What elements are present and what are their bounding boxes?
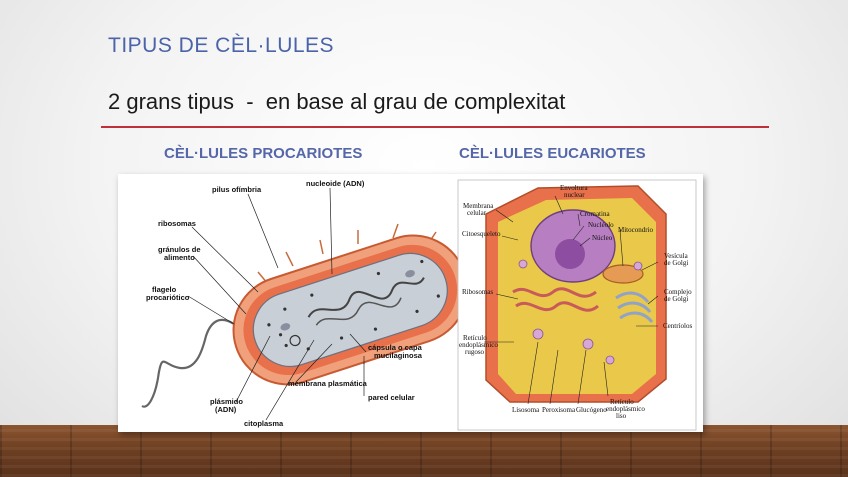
label-rer-3: rugoso xyxy=(465,348,485,356)
label-pili: pilus ofímbria xyxy=(212,185,262,194)
nucleolus-shape xyxy=(555,239,585,269)
slide-subtitle: 2 grans tipus - en base al grau de compl… xyxy=(108,89,566,114)
title-divider xyxy=(101,126,769,128)
label-nucleoid: nucleoide (ADN) xyxy=(306,179,365,188)
label-lysosome: Lisosoma xyxy=(512,406,540,414)
label-membrane-1: Membrana xyxy=(463,202,494,210)
label-membrane-2: celular xyxy=(467,209,487,217)
label-rer-1: Retículo xyxy=(463,334,487,342)
label-chromatin: Cromatina xyxy=(580,210,610,218)
nucleoid-shape xyxy=(307,277,425,318)
label-golgi-vesicle-2: de Golgi xyxy=(664,259,688,267)
flagellum-shape xyxy=(141,318,235,408)
label-capsule-2: mucilaginosa xyxy=(374,351,423,360)
label-golgi-2: de Golgi xyxy=(664,295,688,303)
label-nucleolus: Nucléolo xyxy=(588,221,614,229)
label-granules-1: gránulos de xyxy=(158,245,201,254)
label-envelope-1: Envoltura xyxy=(560,184,588,192)
label-nucleus: Núcleo xyxy=(592,234,613,242)
label-cytoskeleton: Citoesqueleto xyxy=(462,230,501,238)
label-eu-ribosomes: Ribosomas xyxy=(462,288,493,296)
label-glycogen: Glucógeno xyxy=(576,406,607,414)
slide-title: TIPUS DE CÈL·LULES xyxy=(108,34,335,57)
label-golgi-1: Complejo xyxy=(664,288,692,296)
label-rer-2: endoplásmico xyxy=(459,341,498,349)
label-ser-3: liso xyxy=(616,412,627,420)
label-envelope-2: nuclear xyxy=(564,191,585,199)
label-ribosomes: ribosomas xyxy=(158,219,196,228)
label-golgi-vesicle-1: Vesícula xyxy=(664,252,689,260)
label-membrane: membrana plasmática xyxy=(288,379,368,388)
label-wall: pared celular xyxy=(368,393,415,402)
label-capsule-1: cápsula o capa xyxy=(368,343,423,352)
label-ser-1: Retículo xyxy=(610,398,634,406)
plasmid-shape xyxy=(289,334,301,347)
label-mitochondrion: Mitocondrio xyxy=(618,226,653,234)
label-ser-2: endoplásmico xyxy=(606,405,645,413)
label-plasmid-2: (ADN) xyxy=(215,405,237,414)
label-peroxisome: Peroxisoma xyxy=(542,406,576,414)
cell-diagrams: pilus ofímbria nucleoide (ADN) ribosomas… xyxy=(141,179,697,431)
prokaryote-diagram: pilus ofímbria nucleoide (ADN) ribosomas… xyxy=(141,179,469,428)
wooden-floor xyxy=(0,425,848,477)
label-granules-2: alimento xyxy=(164,253,195,262)
prokaryote-heading: CÈL·LULES PROCARIOTES xyxy=(164,145,363,162)
label-cytoplasm: citoplasma xyxy=(244,419,284,428)
cytoplasm-shape xyxy=(252,252,448,368)
label-plasmid-1: plásmido xyxy=(210,397,243,406)
eukaryote-heading: CÈL·LULES EUCARIOTES xyxy=(459,145,646,162)
label-flagellum-2: procariótico xyxy=(146,293,190,302)
label-flagellum-1: flagelo xyxy=(152,285,177,294)
label-centrioles: Centríolos xyxy=(663,322,692,330)
cell-diagram-panel: pilus ofímbria nucleoide (ADN) ribosomas… xyxy=(118,174,703,432)
eukaryote-diagram: Envoltura nuclear Membrana celular Croma… xyxy=(457,179,697,431)
